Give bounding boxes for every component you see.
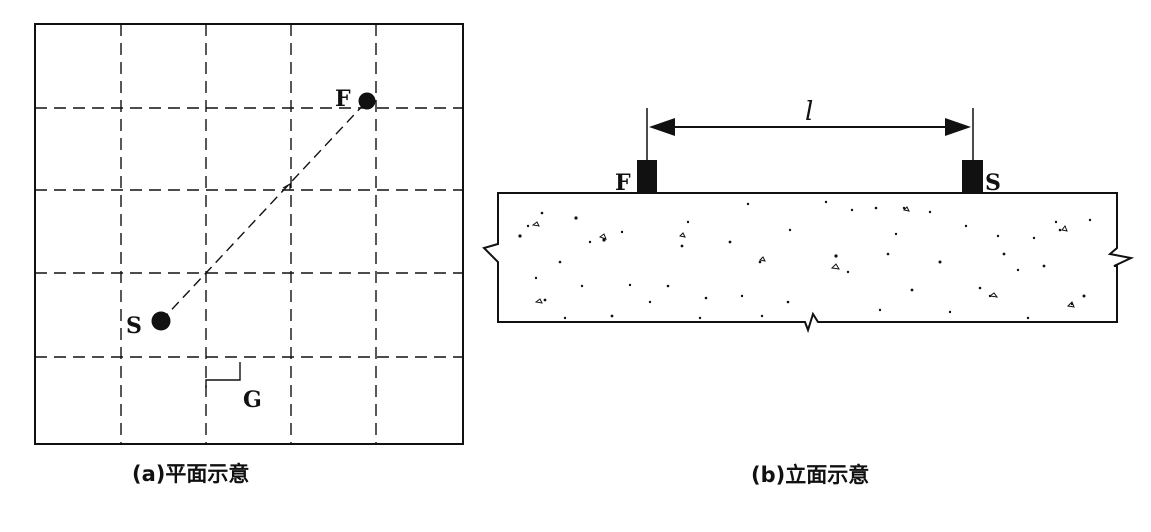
- concrete-slab-section: [482, 192, 1135, 334]
- crack-path-s-to-f: [160, 100, 368, 322]
- sensor-f-label: F: [615, 170, 631, 196]
- point-f-label: F: [335, 86, 351, 112]
- dimension-arrow-right: [945, 118, 971, 136]
- elevation-view-caption: (b)立面示意: [751, 463, 869, 487]
- point-f-marker: [358, 92, 376, 110]
- elevation-view: l F S: [482, 97, 1135, 487]
- point-s-label: S: [126, 313, 142, 339]
- aggregate-stones: [531, 206, 1075, 308]
- sensor-f-block: [637, 160, 657, 193]
- plan-view: F S G (a)平面示意: [34, 23, 464, 486]
- grid-leader-line: [205, 362, 241, 388]
- plan-grid: [35, 24, 463, 444]
- aggregate-texture: [518, 200, 1092, 320]
- plan-slab-outline: [34, 23, 464, 445]
- point-s-marker: [151, 311, 171, 331]
- crack-tick: [282, 182, 291, 190]
- dimension-arrow-left: [649, 118, 675, 136]
- grid-label: G: [243, 387, 262, 413]
- sensor-s-label: S: [985, 170, 1001, 196]
- plan-view-caption: (a)平面示意: [132, 462, 249, 486]
- sensor-s-block: [962, 160, 983, 193]
- distance-label: l: [805, 97, 813, 127]
